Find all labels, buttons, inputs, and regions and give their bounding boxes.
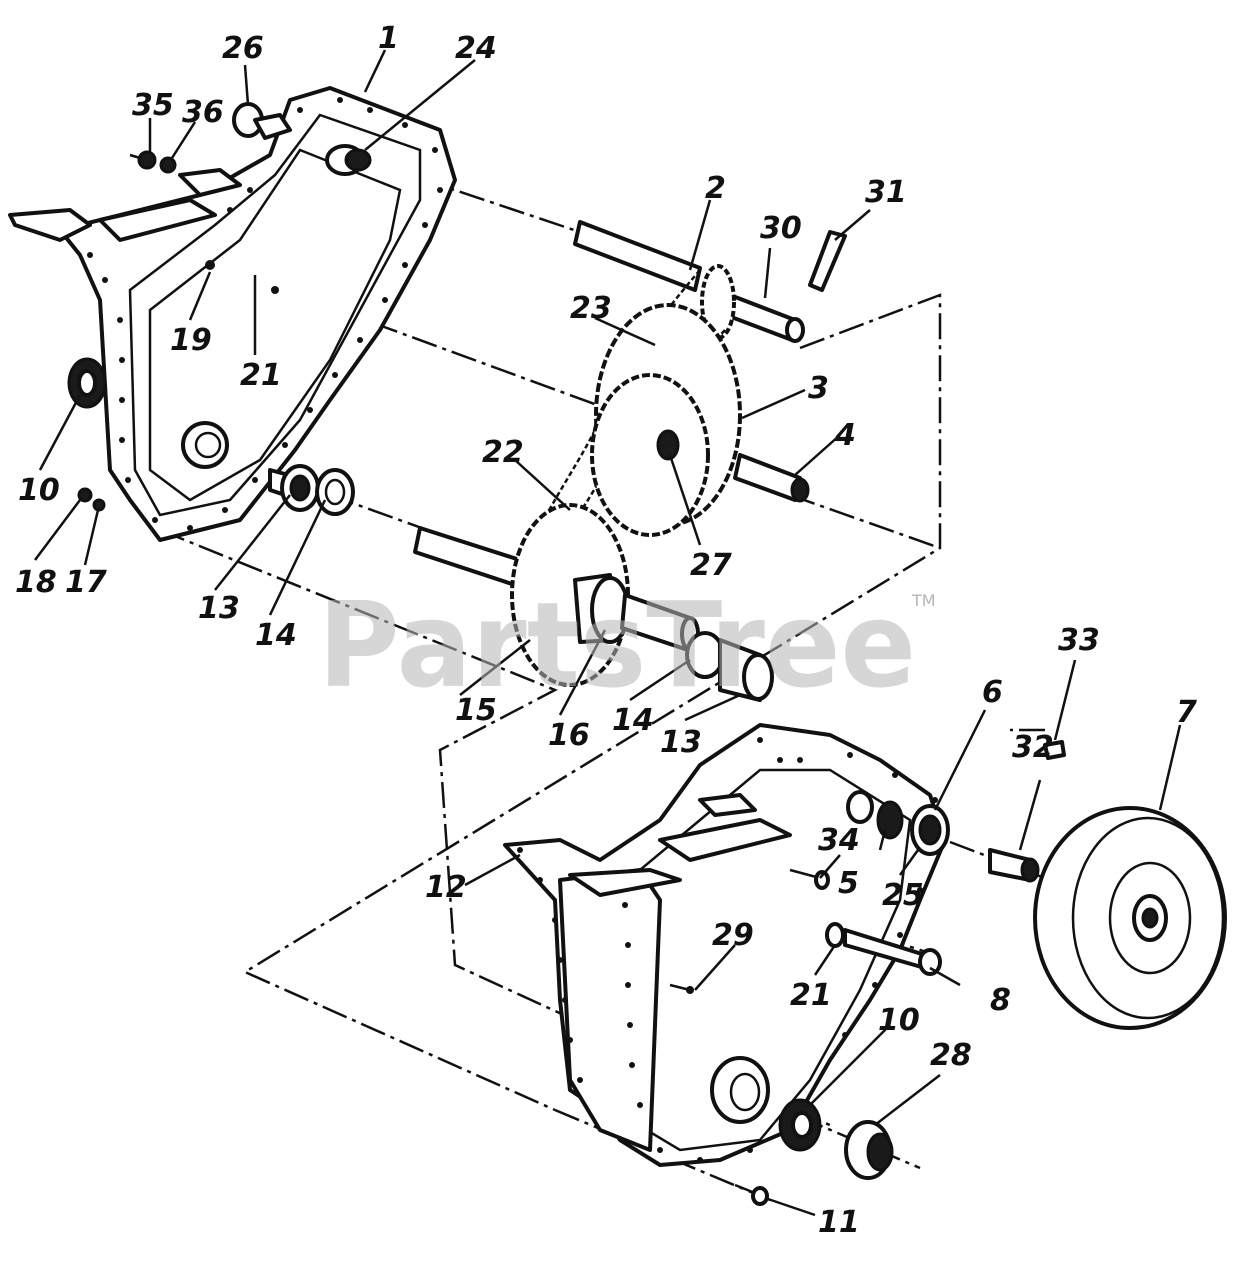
callout-15: 15 — [455, 693, 497, 728]
upper-shaft — [573, 220, 847, 343]
left-seals — [67, 357, 107, 512]
callout-16: 16 — [548, 718, 590, 753]
callout-21-left: 21 — [240, 358, 282, 393]
callout-6: 6 — [982, 675, 1003, 710]
callout-25: 25 — [882, 878, 924, 913]
callout-32: 32 — [1012, 730, 1054, 765]
callout-24: 24 — [455, 31, 497, 66]
callout-34: 34 — [818, 823, 860, 858]
callout-12: 12 — [425, 870, 467, 905]
callout-19: 19 — [170, 323, 212, 358]
right-hardware — [669, 740, 1066, 1206]
callout-21-right: 21 — [790, 978, 832, 1013]
callout-28: 28 — [930, 1038, 972, 1073]
watermark: PartsTree TM — [318, 576, 936, 714]
callout-10-right: 10 — [878, 1003, 920, 1038]
callout-4: 4 — [834, 418, 856, 453]
callout-14-right: 14 — [612, 703, 654, 738]
housing-bolt-holes — [87, 97, 443, 531]
callout-29: 29 — [712, 918, 754, 953]
watermark-trademark: TM — [911, 591, 936, 610]
callout-2: 2 — [705, 171, 726, 206]
callout-22: 22 — [482, 435, 524, 470]
callout-labels: 1 2 3 4 5 6 7 8 10 10 11 12 13 13 14 14 … — [15, 21, 1197, 1240]
callout-26: 26 — [222, 31, 264, 66]
callout-23: 23 — [570, 291, 612, 326]
callout-30: 30 — [760, 211, 802, 246]
callout-33: 33 — [1058, 623, 1100, 658]
middle-sprockets — [590, 303, 810, 537]
left-housing — [8, 86, 457, 542]
watermark-text: PartsTree — [318, 576, 916, 714]
right-housing-bolt-holes — [517, 737, 943, 1163]
callout-31: 31 — [865, 175, 907, 210]
callout-35: 35 — [132, 88, 174, 123]
callout-17: 17 — [65, 565, 107, 600]
callout-3: 3 — [808, 371, 829, 406]
callout-18: 18 — [15, 565, 57, 600]
right-housing — [503, 723, 950, 1167]
callout-8: 8 — [990, 983, 1011, 1018]
callout-13-left: 13 — [198, 591, 240, 626]
callout-13-right: 13 — [660, 725, 702, 760]
callout-10-left: 10 — [18, 473, 60, 508]
callout-7: 7 — [1176, 695, 1197, 730]
callout-36: 36 — [182, 95, 224, 130]
callout-11: 11 — [818, 1205, 860, 1240]
callout-5: 5 — [838, 866, 859, 901]
callout-1: 1 — [378, 21, 399, 56]
callout-27: 27 — [690, 548, 732, 583]
pulley — [1033, 806, 1227, 1030]
leader-lines — [34, 49, 1182, 1217]
callout-14-left: 14 — [255, 618, 297, 653]
